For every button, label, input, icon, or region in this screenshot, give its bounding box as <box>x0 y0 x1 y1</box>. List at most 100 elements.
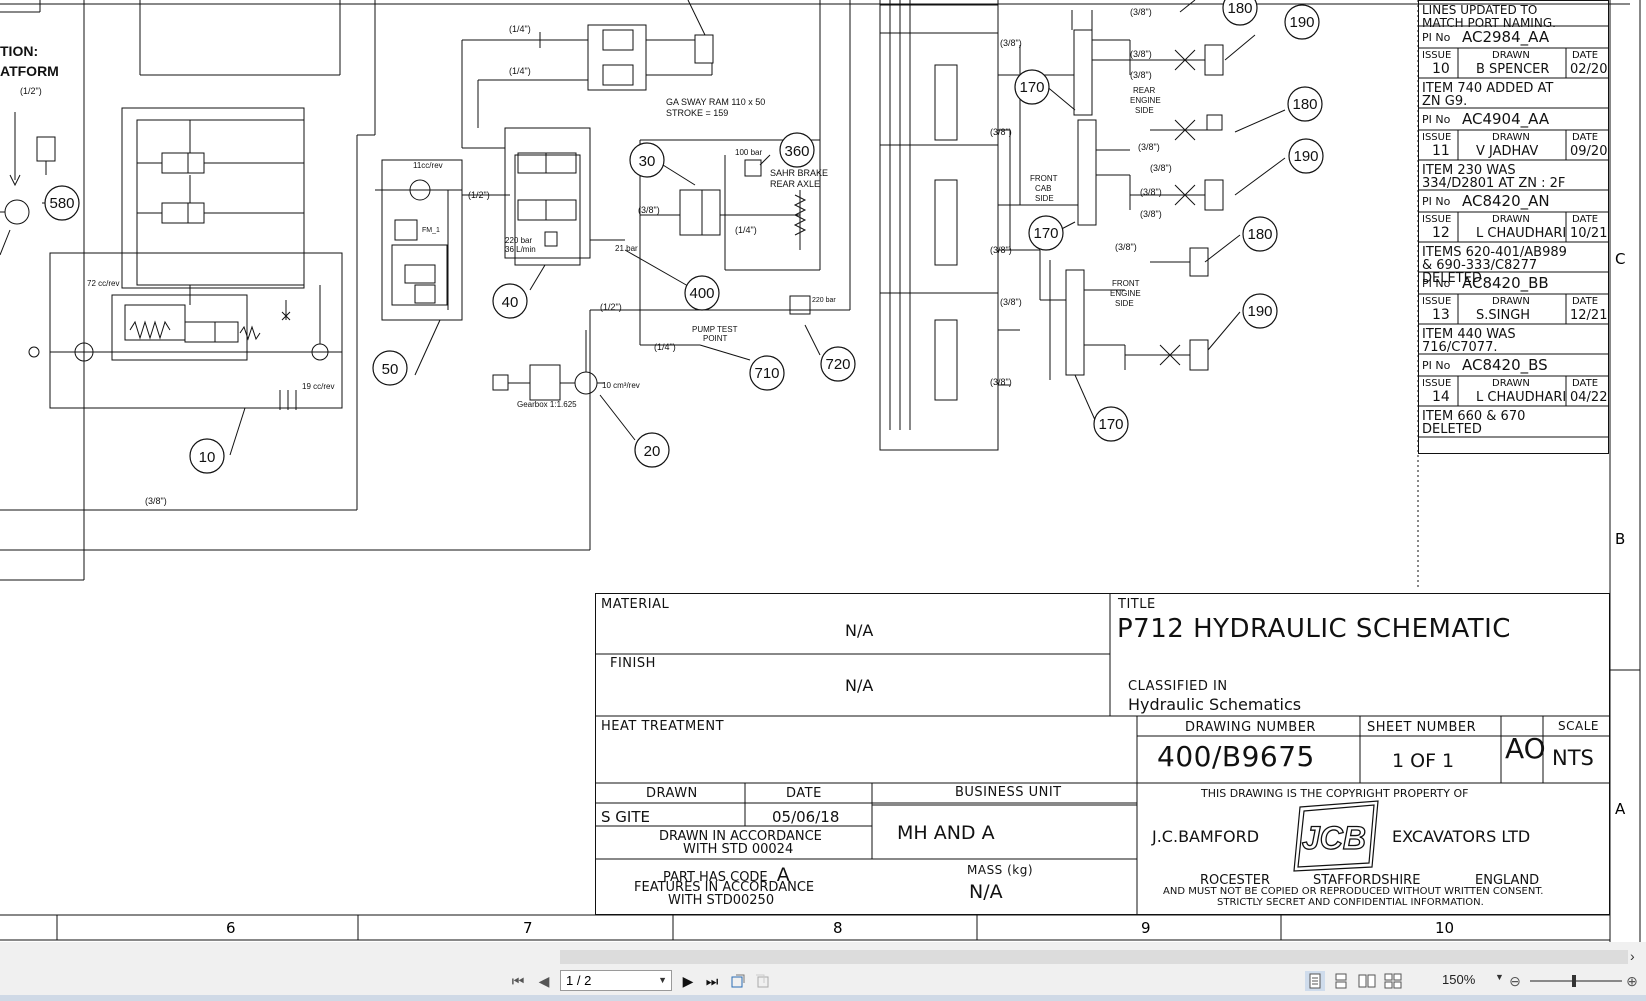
rear-engine-2: ENGINE <box>1130 96 1161 105</box>
zone-number-9: 9 <box>1141 919 1151 937</box>
rev-issue-number: 14 <box>1432 389 1450 405</box>
finish-value: N/A <box>845 676 874 695</box>
facing-continuous-icon[interactable] <box>1383 971 1403 991</box>
rev-note-line: ZN G9. <box>1422 94 1468 109</box>
continuous-icon[interactable] <box>1331 971 1351 991</box>
callout-180-c: 180 <box>1247 226 1272 243</box>
left-label-2: ATFORM <box>0 63 59 79</box>
finish-label: FINISH <box>610 656 656 671</box>
rev-issue-label: ISSUE <box>1422 132 1452 143</box>
rev-date: 09/20 <box>1570 144 1608 159</box>
scroll-right-icon[interactable]: › <box>1630 948 1635 964</box>
revision-table <box>1418 0 1609 454</box>
last-page-icon[interactable]: ⏭ <box>705 972 719 989</box>
rev-date-label: DATE <box>1572 378 1599 389</box>
view-next-icon[interactable] <box>752 971 772 991</box>
callout-190-a: 190 <box>1289 14 1314 31</box>
material-value: N/A <box>845 621 874 640</box>
callout-400: 400 <box>689 285 714 302</box>
size-38-9: (3/8") <box>1130 70 1152 80</box>
rev-date-label: DATE <box>1572 132 1599 143</box>
left-label-1: TION: <box>0 43 38 59</box>
point-label: POINT <box>703 334 728 343</box>
size-38-12: (3/8") <box>1140 187 1162 197</box>
callout-10: 10 <box>199 449 216 466</box>
size-14-b: (1/4") <box>509 66 531 76</box>
schematic-drawing: 580 10 50 40 30 360 400 710 720 20 170 1… <box>0 0 1641 942</box>
legal-line-1: AND MUST NOT BE COPIED OR REPRODUCED WIT… <box>1163 886 1544 897</box>
cc11-label: 11cc/rev <box>413 161 443 170</box>
single-page-icon[interactable] <box>1305 971 1325 991</box>
rev-pi-label: PI No <box>1422 277 1451 290</box>
rev-issue-number: 10 <box>1432 61 1450 77</box>
rev-date-label: DATE <box>1572 214 1599 225</box>
front-cab-2: CAB <box>1035 184 1051 193</box>
rev-drawn-by: S.SINGH <box>1476 308 1531 323</box>
page-number-input[interactable]: 1 / 2 ▼ <box>560 970 672 991</box>
zoom-slider-thumb[interactable] <box>1572 975 1576 987</box>
size-12-a: (1/2") <box>468 190 490 200</box>
callout-720: 720 <box>825 356 850 373</box>
size-38-11: (3/8") <box>1150 163 1172 173</box>
status-strip <box>0 995 1646 1001</box>
title-label: TITLE <box>1118 597 1156 612</box>
zone-number-6: 6 <box>226 919 236 937</box>
rev-pi-label: PI No <box>1422 31 1451 44</box>
part-code-line-3: WITH STD00250 <box>668 893 775 908</box>
zoom-dropdown-icon[interactable]: ▼ <box>1495 972 1504 982</box>
rear-engine-3: SIDE <box>1135 106 1154 115</box>
rev-pi-label: PI No <box>1422 359 1451 372</box>
rev-drawn-label: DRAWN <box>1492 50 1530 61</box>
rev-note-line: ITEMS 620-401/AB989 <box>1422 245 1567 260</box>
zone-number-10: 10 <box>1435 919 1455 937</box>
rev-pi-number: AC2984_AA <box>1462 28 1550 46</box>
rev-note-line: DELETED <box>1422 271 1482 286</box>
next-page-icon[interactable]: ▶ <box>682 972 694 989</box>
rev-date: 12/21 <box>1570 308 1608 323</box>
part-code-text: PART HAS CODE <box>663 870 768 885</box>
cc72-label: 72 cc/rev <box>87 279 119 288</box>
revision-header-line-1: LINES UPDATED TO <box>1422 3 1538 17</box>
drawing-number-label: DRAWING NUMBER <box>1185 720 1316 735</box>
left-label-3: (1/2") <box>20 86 42 96</box>
rev-drawn-label: DRAWN <box>1492 296 1530 307</box>
view-prev-icon[interactable] <box>728 971 748 991</box>
rev-issue-label: ISSUE <box>1422 296 1452 307</box>
company-right: EXCAVATORS LTD <box>1392 827 1531 846</box>
classified-label: CLASSIFIED IN <box>1128 679 1228 694</box>
horizontal-scrollbar[interactable] <box>560 950 1628 964</box>
location-3: ENGLAND <box>1475 873 1540 888</box>
rev-drawn-by: V JADHAV <box>1476 144 1539 159</box>
callout-360: 360 <box>784 143 809 160</box>
zone-number-8: 8 <box>833 919 843 937</box>
size-38-3: (3/8") <box>990 127 1012 137</box>
location-1: ROCESTER <box>1200 873 1270 888</box>
zoom-in-icon[interactable]: ⊕ <box>1626 972 1638 989</box>
drawn-by: S GITE <box>601 808 650 826</box>
callout-180-b: 180 <box>1292 96 1317 113</box>
zoom-level[interactable]: 150% <box>1442 972 1476 987</box>
cc19-label: 19 cc/rev <box>302 382 334 391</box>
prev-page-icon[interactable]: ◀ <box>538 972 550 989</box>
size-38-10: (3/8") <box>1138 142 1160 152</box>
rev-drawn-label: DRAWN <box>1492 214 1530 225</box>
drawn-date: 05/06/18 <box>772 808 840 826</box>
rev-drawn-label: DRAWN <box>1492 378 1530 389</box>
page-dropdown-icon[interactable]: ▼ <box>658 975 667 985</box>
zone-number-7: 7 <box>523 919 533 937</box>
company-left: J.C.BAMFORD <box>1152 827 1260 846</box>
rev-note-line: & 690-333/C8277 <box>1422 258 1538 273</box>
facing-icon[interactable] <box>1357 971 1377 991</box>
gas-ram-label: GA SWAY RAM 110 x 50 <box>666 97 765 107</box>
first-page-icon[interactable]: ⏮ <box>511 972 525 989</box>
rev-issue-label: ISSUE <box>1422 378 1452 389</box>
stroke-label: STROKE = 159 <box>666 108 728 118</box>
copyright-line: THIS DRAWING IS THE COPYRIGHT PROPERTY O… <box>1201 787 1469 800</box>
callout-190-c: 190 <box>1247 303 1272 320</box>
part-code-line-2: FEATURES IN ACCORDANCE <box>634 880 815 895</box>
size-14-c: (1/4") <box>735 225 757 235</box>
zoom-out-icon[interactable]: ⊖ <box>1509 972 1521 989</box>
zoom-slider[interactable] <box>1530 980 1622 982</box>
callout-20: 20 <box>644 443 661 460</box>
scale-label: SCALE <box>1558 719 1599 733</box>
